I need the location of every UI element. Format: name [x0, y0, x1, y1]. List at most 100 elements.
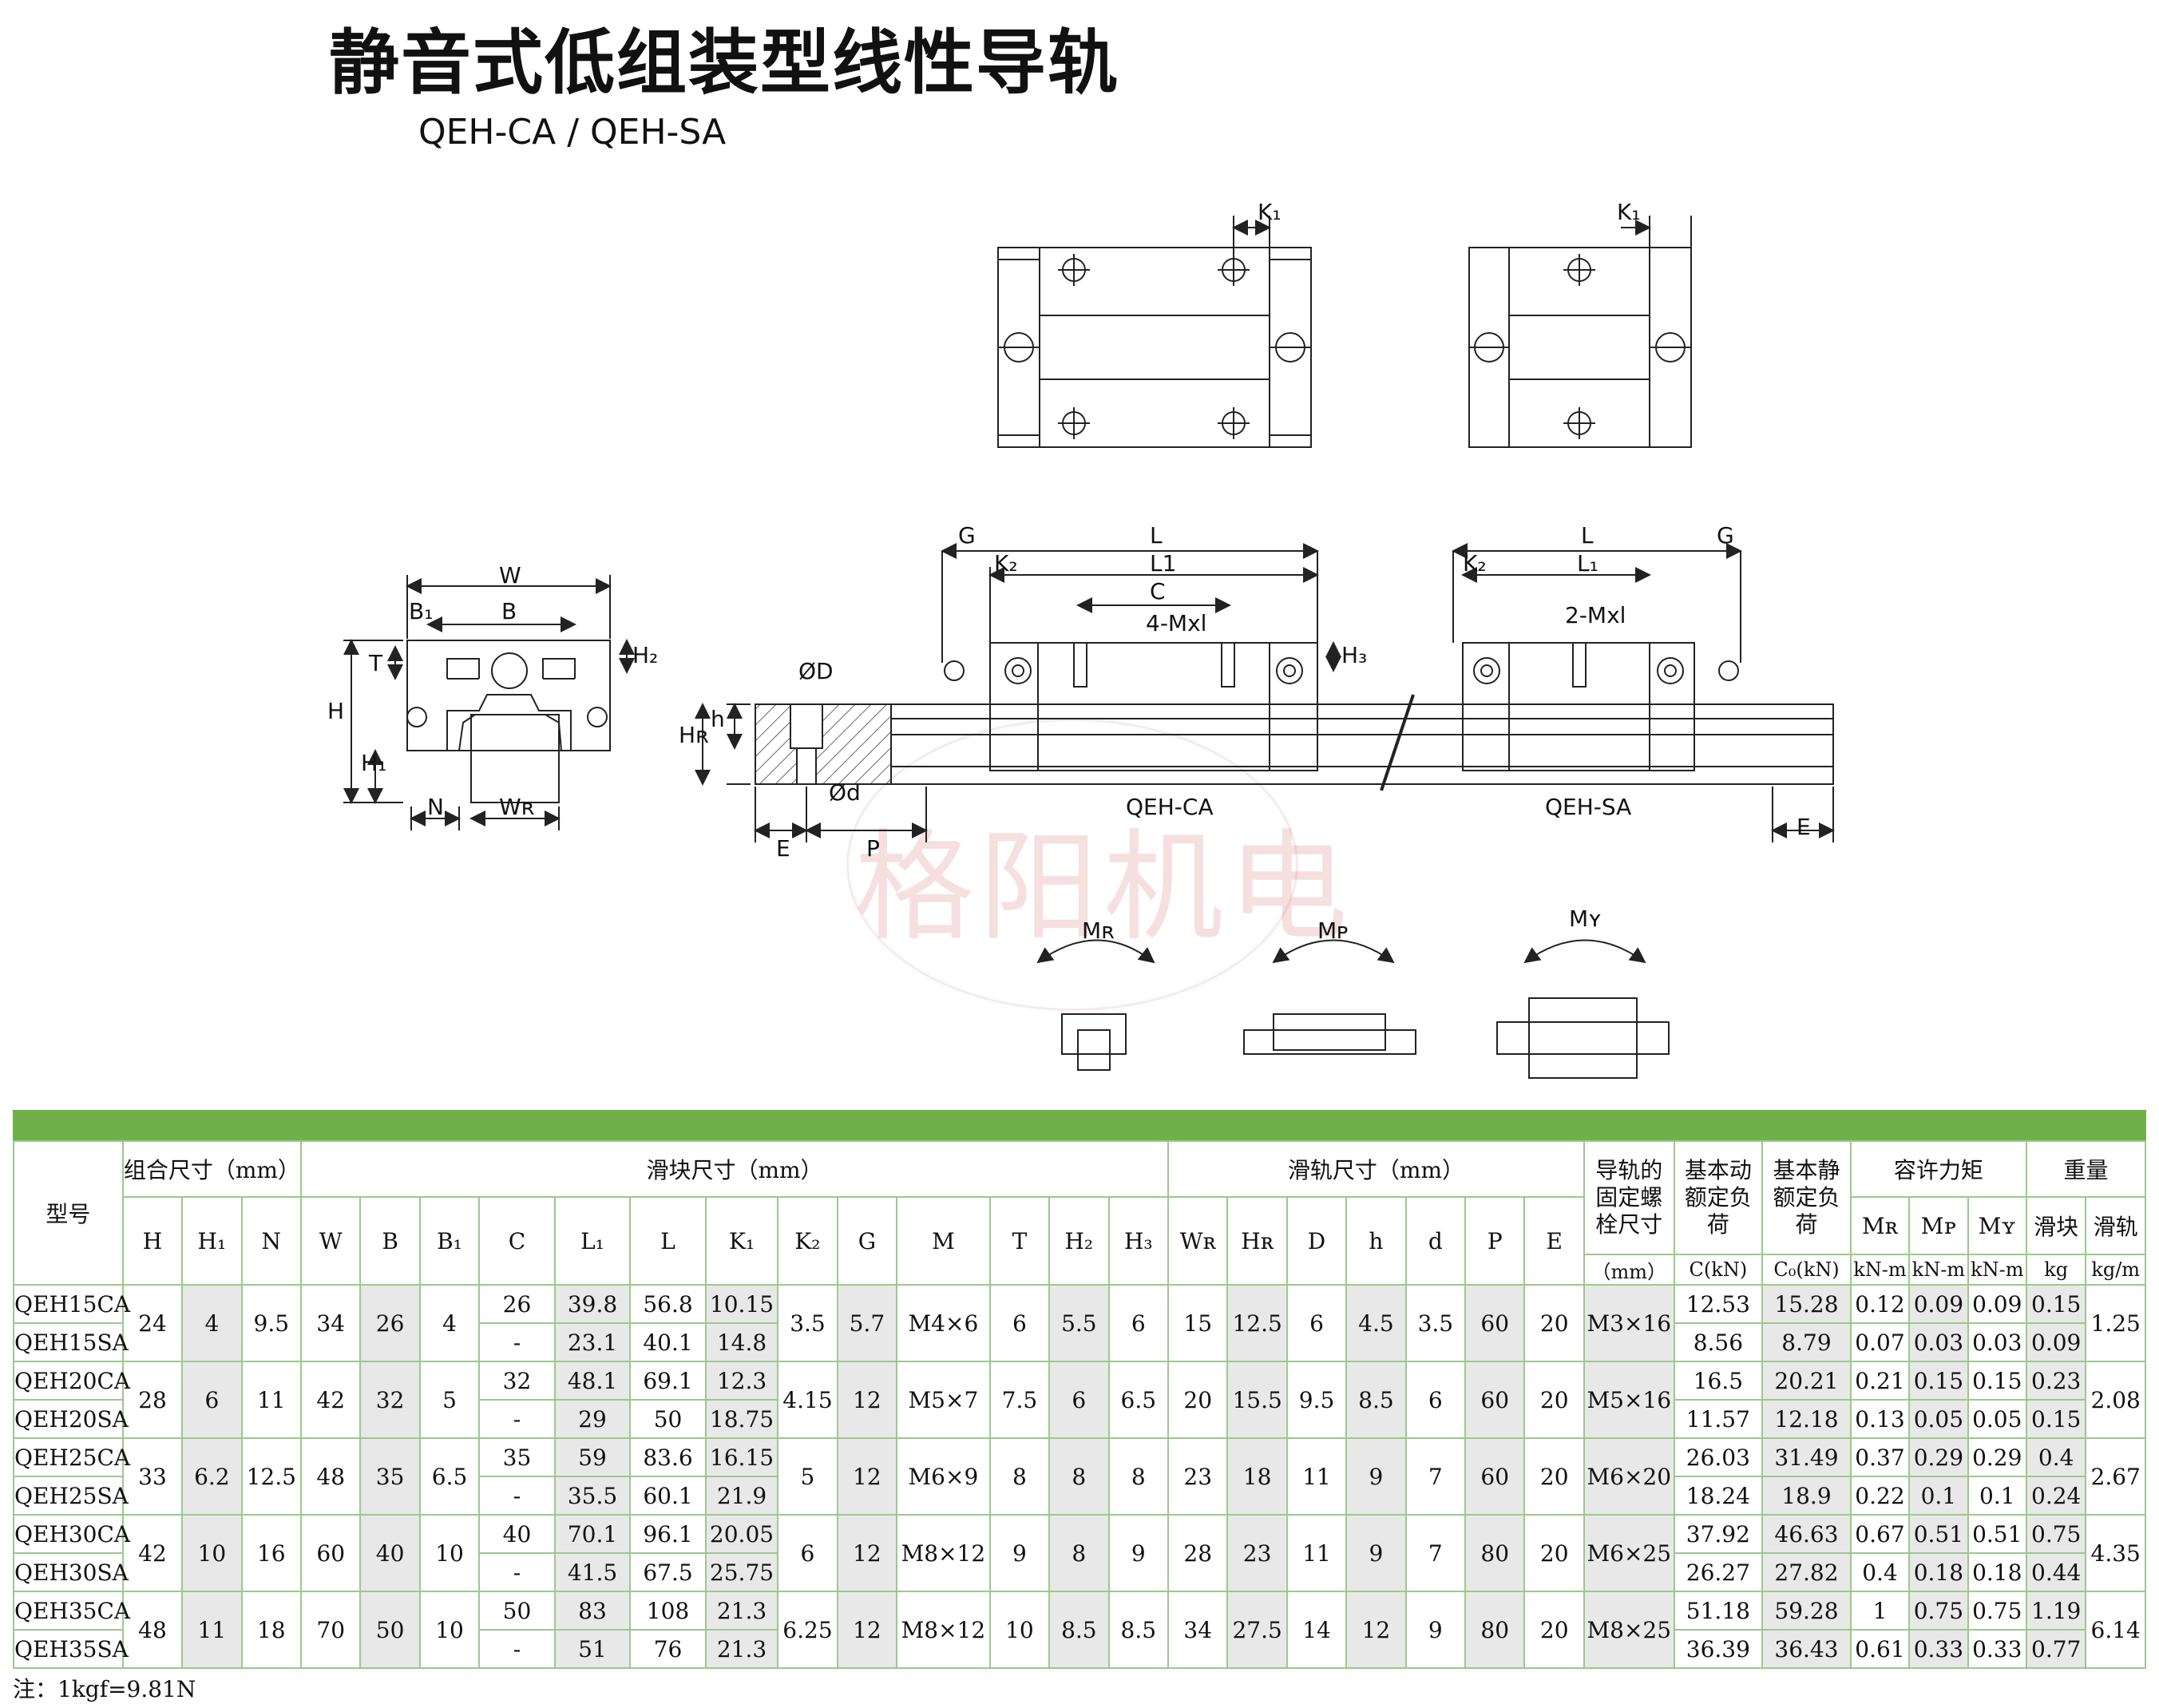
- cell-dynamic-load: 18.24: [1673, 1476, 1764, 1516]
- cell-hr: 23: [1226, 1514, 1288, 1592]
- col-hr: Hʀ: [1226, 1196, 1288, 1286]
- cell-g: 5.7: [836, 1284, 898, 1362]
- cell-mr: 0.37: [1849, 1437, 1911, 1477]
- dim-k2-ca: K₂: [994, 550, 1018, 577]
- cell-g: 12: [836, 1437, 898, 1516]
- cell-t: 9: [988, 1514, 1051, 1592]
- col-g: G: [836, 1196, 898, 1286]
- cell-e: 20: [1523, 1361, 1585, 1439]
- col-e: E: [1523, 1196, 1585, 1286]
- cell-dynamic-load: 8.56: [1673, 1322, 1764, 1362]
- cell-h3: 6.5: [1107, 1361, 1170, 1439]
- cell-block-weight: 0.77: [2025, 1629, 2087, 1669]
- cell-static-load: 59.28: [1761, 1591, 1852, 1631]
- model-subtitle: QEH-CA / QEH-SA: [418, 112, 727, 153]
- cell-b: 50: [359, 1591, 421, 1669]
- cell-h2: 8: [1048, 1514, 1110, 1592]
- cell-rail-weight: 6.14: [2085, 1591, 2146, 1669]
- col-h: H: [121, 1196, 184, 1286]
- cell-l1: 29: [553, 1399, 632, 1439]
- cell-h1: 11: [181, 1591, 243, 1669]
- cell-mr: 0.61: [1849, 1629, 1911, 1669]
- unit-my: kN-m: [1967, 1254, 2027, 1286]
- dim-l-sa: L: [1581, 522, 1594, 549]
- dim-l-ca: L: [1150, 522, 1163, 549]
- dim-od: ØD: [798, 658, 834, 684]
- cell-block-weight: 0.24: [2025, 1476, 2087, 1516]
- dim-n: N: [427, 794, 444, 820]
- cell-mr: 0.4: [1849, 1552, 1911, 1592]
- col-wr: Wʀ: [1167, 1196, 1229, 1286]
- cell-static-load: 8.79: [1761, 1322, 1852, 1362]
- cell-dynamic-load: 12.53: [1673, 1284, 1764, 1324]
- header-dynamic-load: 基本动额定负荷: [1673, 1140, 1764, 1255]
- unit-kg: kg: [2025, 1254, 2087, 1286]
- cell-g: 12: [836, 1361, 898, 1439]
- cell-model: QEH35CA: [13, 1591, 130, 1631]
- cell-g: 12: [836, 1591, 898, 1669]
- cell-mp: 0.15: [1908, 1361, 1969, 1401]
- cell-d: 11: [1285, 1514, 1348, 1592]
- cell-k1: 21.9: [704, 1476, 779, 1516]
- cell-static-load: 12.18: [1761, 1399, 1852, 1439]
- cell-w: 42: [299, 1361, 362, 1439]
- cell-b1: 5: [418, 1361, 481, 1439]
- header-weight: 重量: [2025, 1140, 2147, 1198]
- cell-m: M5×7: [896, 1361, 991, 1439]
- cell-h: 33: [121, 1437, 184, 1516]
- cell-k2: 3.5: [777, 1284, 838, 1362]
- col-n: N: [240, 1196, 303, 1286]
- cell-k2: 5: [777, 1437, 838, 1516]
- cell-m: M8×12: [896, 1591, 991, 1669]
- header-static-load: 基本静额定负荷: [1761, 1140, 1852, 1255]
- cell-block-weight: 1.19: [2025, 1591, 2087, 1631]
- side-view: [695, 543, 1835, 842]
- col-w: W: [299, 1196, 362, 1286]
- cell-k1: 16.15: [704, 1437, 779, 1477]
- label-my: Mʏ: [1569, 906, 1602, 932]
- cell-block-weight: 0.09: [2025, 1322, 2087, 1362]
- cell-static-load: 18.9: [1761, 1476, 1852, 1516]
- cell-l1: 48.1: [553, 1361, 632, 1401]
- cell-l: 60.1: [629, 1476, 707, 1516]
- cell-rail-weight: 2.67: [2085, 1437, 2146, 1516]
- cell-l: 96.1: [629, 1514, 707, 1554]
- cell-block-weight: 0.44: [2025, 1552, 2087, 1592]
- cell-l1: 35.5: [553, 1476, 632, 1516]
- cell-c: -: [478, 1629, 556, 1669]
- cell-mr: 0.67: [1849, 1514, 1911, 1554]
- cell-c: 40: [478, 1514, 556, 1554]
- col-b: B: [359, 1196, 421, 1286]
- spec-table-body: 型号 组合尺寸（mm） 滑块尺寸（mm） 滑轨尺寸（mm） 导轨的固定螺栓尺寸 …: [13, 1140, 2147, 1669]
- cell-b1: 4: [418, 1284, 481, 1362]
- cell-wr: 34: [1167, 1591, 1229, 1669]
- watermark-ring: [846, 719, 1298, 1011]
- cell-n: 11: [240, 1361, 303, 1439]
- cell-d: 3.5: [1404, 1284, 1467, 1362]
- cell-model: QEH15CA: [13, 1284, 130, 1324]
- cell-m: M6×9: [896, 1437, 991, 1516]
- cell-h1: 6: [181, 1361, 243, 1439]
- cell-p: 80: [1464, 1514, 1526, 1592]
- cell-mp: 0.03: [1908, 1322, 1969, 1362]
- cell-block-weight: 0.4: [2025, 1437, 2087, 1477]
- label-2-mxl: 2-Mxl: [1565, 602, 1626, 628]
- dim-k2-sa: K₂: [1463, 550, 1487, 577]
- cell-h: 24: [121, 1284, 184, 1362]
- cell-k1: 14.8: [704, 1322, 779, 1362]
- cell-n: 9.5: [240, 1284, 303, 1362]
- cell-my: 0.03: [1967, 1322, 2027, 1362]
- cell-h: 28: [121, 1361, 184, 1439]
- dim-b: B: [501, 598, 517, 624]
- unit-c: C(kN): [1673, 1254, 1764, 1286]
- cell-mp: 0.1: [1908, 1476, 1969, 1516]
- cell-p: 80: [1464, 1591, 1526, 1669]
- cell-bolt: M8×25: [1583, 1591, 1675, 1669]
- cell-mr: 1: [1849, 1591, 1911, 1631]
- moment-my: [1496, 939, 1670, 1079]
- cell-my: 0.29: [1967, 1437, 2027, 1477]
